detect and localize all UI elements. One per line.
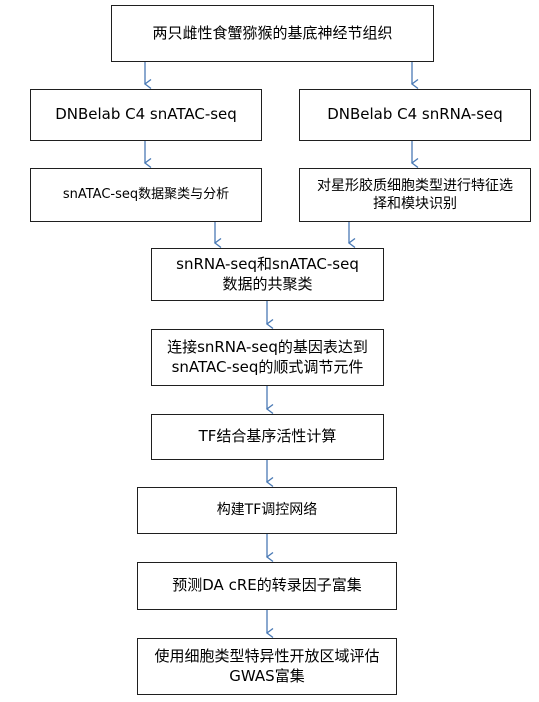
step-atac-platform-label: DNBelab C4 snATAC-seq — [55, 105, 237, 124]
step-rna-platform: DNBelab C4 snRNA-seq — [299, 89, 531, 141]
step-astro-selection-label: 对星形胶质细胞类型进行特征选择和模块识别 — [317, 177, 513, 212]
step-tf-enrichment-label: 预测DA cRE的转录因子富集 — [172, 576, 362, 595]
step-atac-analysis: snATAC-seq数据聚类与分析 — [30, 168, 262, 222]
step-source: 两只雌性食蟹猕猴的基底神经节组织 — [111, 5, 434, 62]
step-tf-activity-label: TF结合基序活性计算 — [198, 427, 337, 446]
step-coembedding: snRNA-seq和snATAC-seq数据的共聚类 — [151, 248, 384, 301]
step-tf-activity: TF结合基序活性计算 — [151, 414, 384, 460]
step-astro-selection: 对星形胶质细胞类型进行特征选择和模块识别 — [299, 168, 531, 222]
step-tf-network: 构建TF调控网络 — [137, 487, 397, 534]
step-coembedding-label: snRNA-seq和snATAC-seq数据的共聚类 — [176, 255, 359, 293]
step-source-label: 两只雌性食蟹猕猴的基底神经节组织 — [152, 23, 393, 42]
step-gene-linking: 连接snRNA-seq的基因表达到snATAC-seq的顺式调节元件 — [151, 329, 384, 386]
step-gene-linking-label: 连接snRNA-seq的基因表达到snATAC-seq的顺式调节元件 — [167, 338, 368, 376]
step-atac-platform: DNBelab C4 snATAC-seq — [30, 89, 262, 141]
step-gwas-label: 使用细胞类型特异性开放区域评估GWAS富集 — [154, 647, 380, 685]
step-tf-enrichment: 预测DA cRE的转录因子富集 — [137, 562, 397, 610]
step-rna-platform-label: DNBelab C4 snRNA-seq — [327, 105, 503, 124]
step-gwas: 使用细胞类型特异性开放区域评估GWAS富集 — [137, 638, 397, 695]
step-atac-analysis-label: snATAC-seq数据聚类与分析 — [62, 186, 230, 202]
step-tf-network-label: 构建TF调控网络 — [216, 502, 318, 519]
